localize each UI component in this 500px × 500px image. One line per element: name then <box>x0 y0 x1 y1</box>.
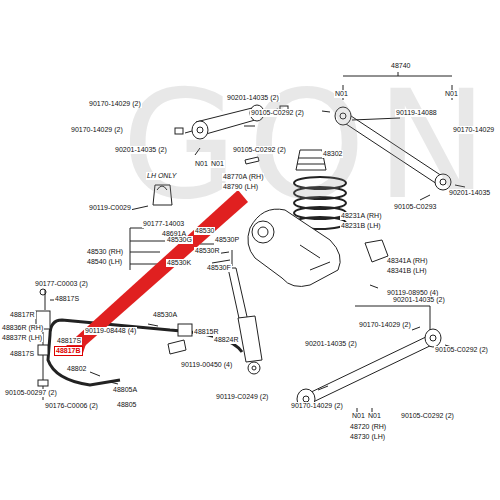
part-number: 48802 <box>66 365 87 373</box>
part-number: 90105-00297 (2) <box>4 389 58 397</box>
part-number: 48817R <box>9 311 36 319</box>
part-number: 90105-C0293 <box>393 203 437 211</box>
part-number: N01 <box>210 160 225 168</box>
part-number: 48817S <box>54 295 80 303</box>
part-number: N01 <box>367 412 382 420</box>
part-number: 48730 (LH) <box>349 433 386 441</box>
part-number: 48530R <box>194 247 221 255</box>
part-number: 48790 (LH) <box>222 183 259 191</box>
part-number: 90105-C0292 (2) <box>400 412 455 420</box>
part-number: 48231B (LH) <box>340 222 382 230</box>
part-number: 90201-14035 (2) <box>304 340 358 348</box>
part-number: 90201-14035 (2) <box>226 94 280 102</box>
part-number: 48231A (RH) <box>340 212 382 220</box>
part-number: 48720 (RH) <box>349 423 387 431</box>
part-number: 90105-C0292 (2) <box>232 146 287 154</box>
part-number: 90105-C0292 (2) <box>250 109 305 117</box>
part-number: 90201-14035 <box>448 189 491 197</box>
part-number: 48805 <box>116 401 137 409</box>
part-number: 48530 (RH) <box>86 248 124 256</box>
part-number: 48817S <box>9 350 35 358</box>
part-number: 48540 (LH) <box>86 258 123 266</box>
part-number: 48530 <box>194 227 215 235</box>
part-number: 48530G <box>166 236 193 244</box>
part-number: 90177-C0003 (2) <box>34 280 89 288</box>
part-number: 48341A (RH) <box>386 257 428 265</box>
part-number: 90119-08448 (4) <box>84 327 137 335</box>
part-number: 90170-14029 (2) <box>70 126 124 134</box>
part-number: 90170-14029 (2) <box>88 100 142 108</box>
part-number: 90201-14035 (2) <box>392 296 446 304</box>
part-number: 48805A <box>112 386 138 394</box>
part-number: LH ONLY <box>146 172 177 180</box>
part-number: N01 <box>334 90 349 98</box>
part-number: 48530K <box>166 259 192 267</box>
watermark: GON <box>121 70 498 220</box>
part-number: 48817B <box>54 346 83 356</box>
part-number: 48837R (LH) <box>1 334 43 342</box>
part-number: 90201-14035 (2) <box>114 146 168 154</box>
part-number: 90170-14029 (2) <box>358 321 412 329</box>
part-number: 90119-14088 <box>395 109 438 117</box>
part-number: 48815R <box>193 328 220 336</box>
part-number: 48770A (RH) <box>222 173 264 181</box>
part-number: 90170-14029 <box>452 126 495 134</box>
part-number: 90170-14029 (2) <box>290 402 344 410</box>
part-number: 48530P <box>214 236 240 244</box>
part-number: 48817S <box>56 337 82 345</box>
part-number: 48341B (LH) <box>386 267 428 275</box>
part-number: 48302 <box>322 150 343 158</box>
part-number: N01 <box>351 412 366 420</box>
part-number: 48530F <box>206 264 232 272</box>
part-number: N01 <box>194 160 209 168</box>
part-number: 90176-C0006 (2) <box>44 402 99 410</box>
part-number: 90177-14003 <box>142 220 185 228</box>
part-number: 90119-00450 (4) <box>180 361 233 369</box>
part-number: 48836R (RH) <box>1 324 44 332</box>
part-number: 48824R <box>213 336 240 344</box>
part-number: 90105-C0292 (2) <box>434 346 489 354</box>
part-number: N01 <box>444 90 459 98</box>
part-number: 48530A <box>152 311 178 319</box>
part-number: 90119-C0029 <box>88 204 132 212</box>
part-number: 48740 <box>390 62 411 70</box>
part-number: 90119-C0249 (2) <box>215 393 269 401</box>
